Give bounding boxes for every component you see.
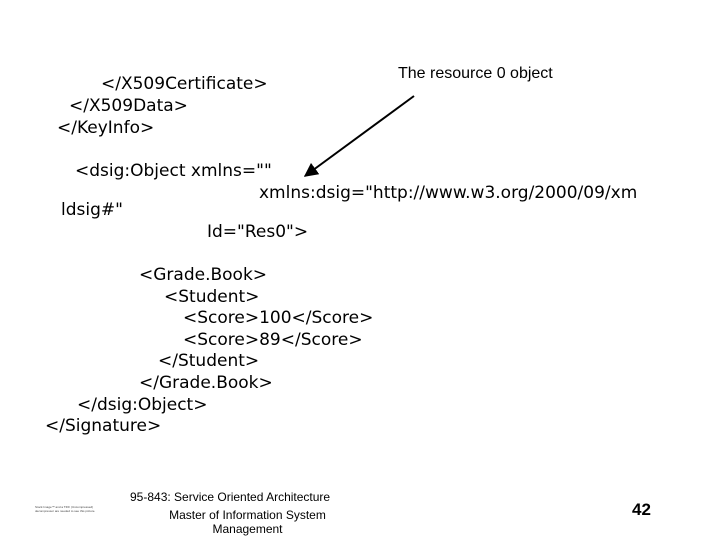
code-line-id-res0: Id="Res0"> <box>207 222 309 242</box>
placeholder-image-note: Stock Image™ and a TIFF (Uncompressed) d… <box>35 505 96 513</box>
code-line-signature-close: </Signature> <box>45 416 162 436</box>
code-line-xmlns-dsig-continued: ldsig#" <box>61 200 123 220</box>
code-line-xmlns-dsig: xmlns:dsig="http://www.w3.org/2000/09/xm <box>259 183 638 203</box>
code-line-student-close: </Student> <box>158 351 260 371</box>
code-line-keyinfo-close: </KeyInfo> <box>57 118 155 138</box>
code-line-score-89: <Score>89</Score> <box>183 330 363 350</box>
code-line-dsig-object-open: <dsig:Object xmlns="" <box>75 161 272 181</box>
code-line-dsig-object-close: </dsig:Object> <box>77 395 208 415</box>
callout-label: The resource 0 object <box>398 65 553 82</box>
code-line-x509certificate-close: </X509Certificate> <box>101 74 268 94</box>
code-line-gradebook-open: <Grade.Book> <box>139 265 268 285</box>
code-line-student-open: <Student> <box>164 287 260 307</box>
footer-course: 95-843: Service Oriented Architecture <box>130 490 331 504</box>
page-number: 42 <box>632 500 651 519</box>
code-line-gradebook-close: </Grade.Book> <box>139 373 273 393</box>
code-line-x509data-close: </X509Data> <box>69 96 188 116</box>
footer-program: Master of Information System Management <box>169 508 326 536</box>
callout-arrow-line <box>303 95 415 177</box>
code-line-score-100: <Score>100</Score> <box>183 308 374 328</box>
